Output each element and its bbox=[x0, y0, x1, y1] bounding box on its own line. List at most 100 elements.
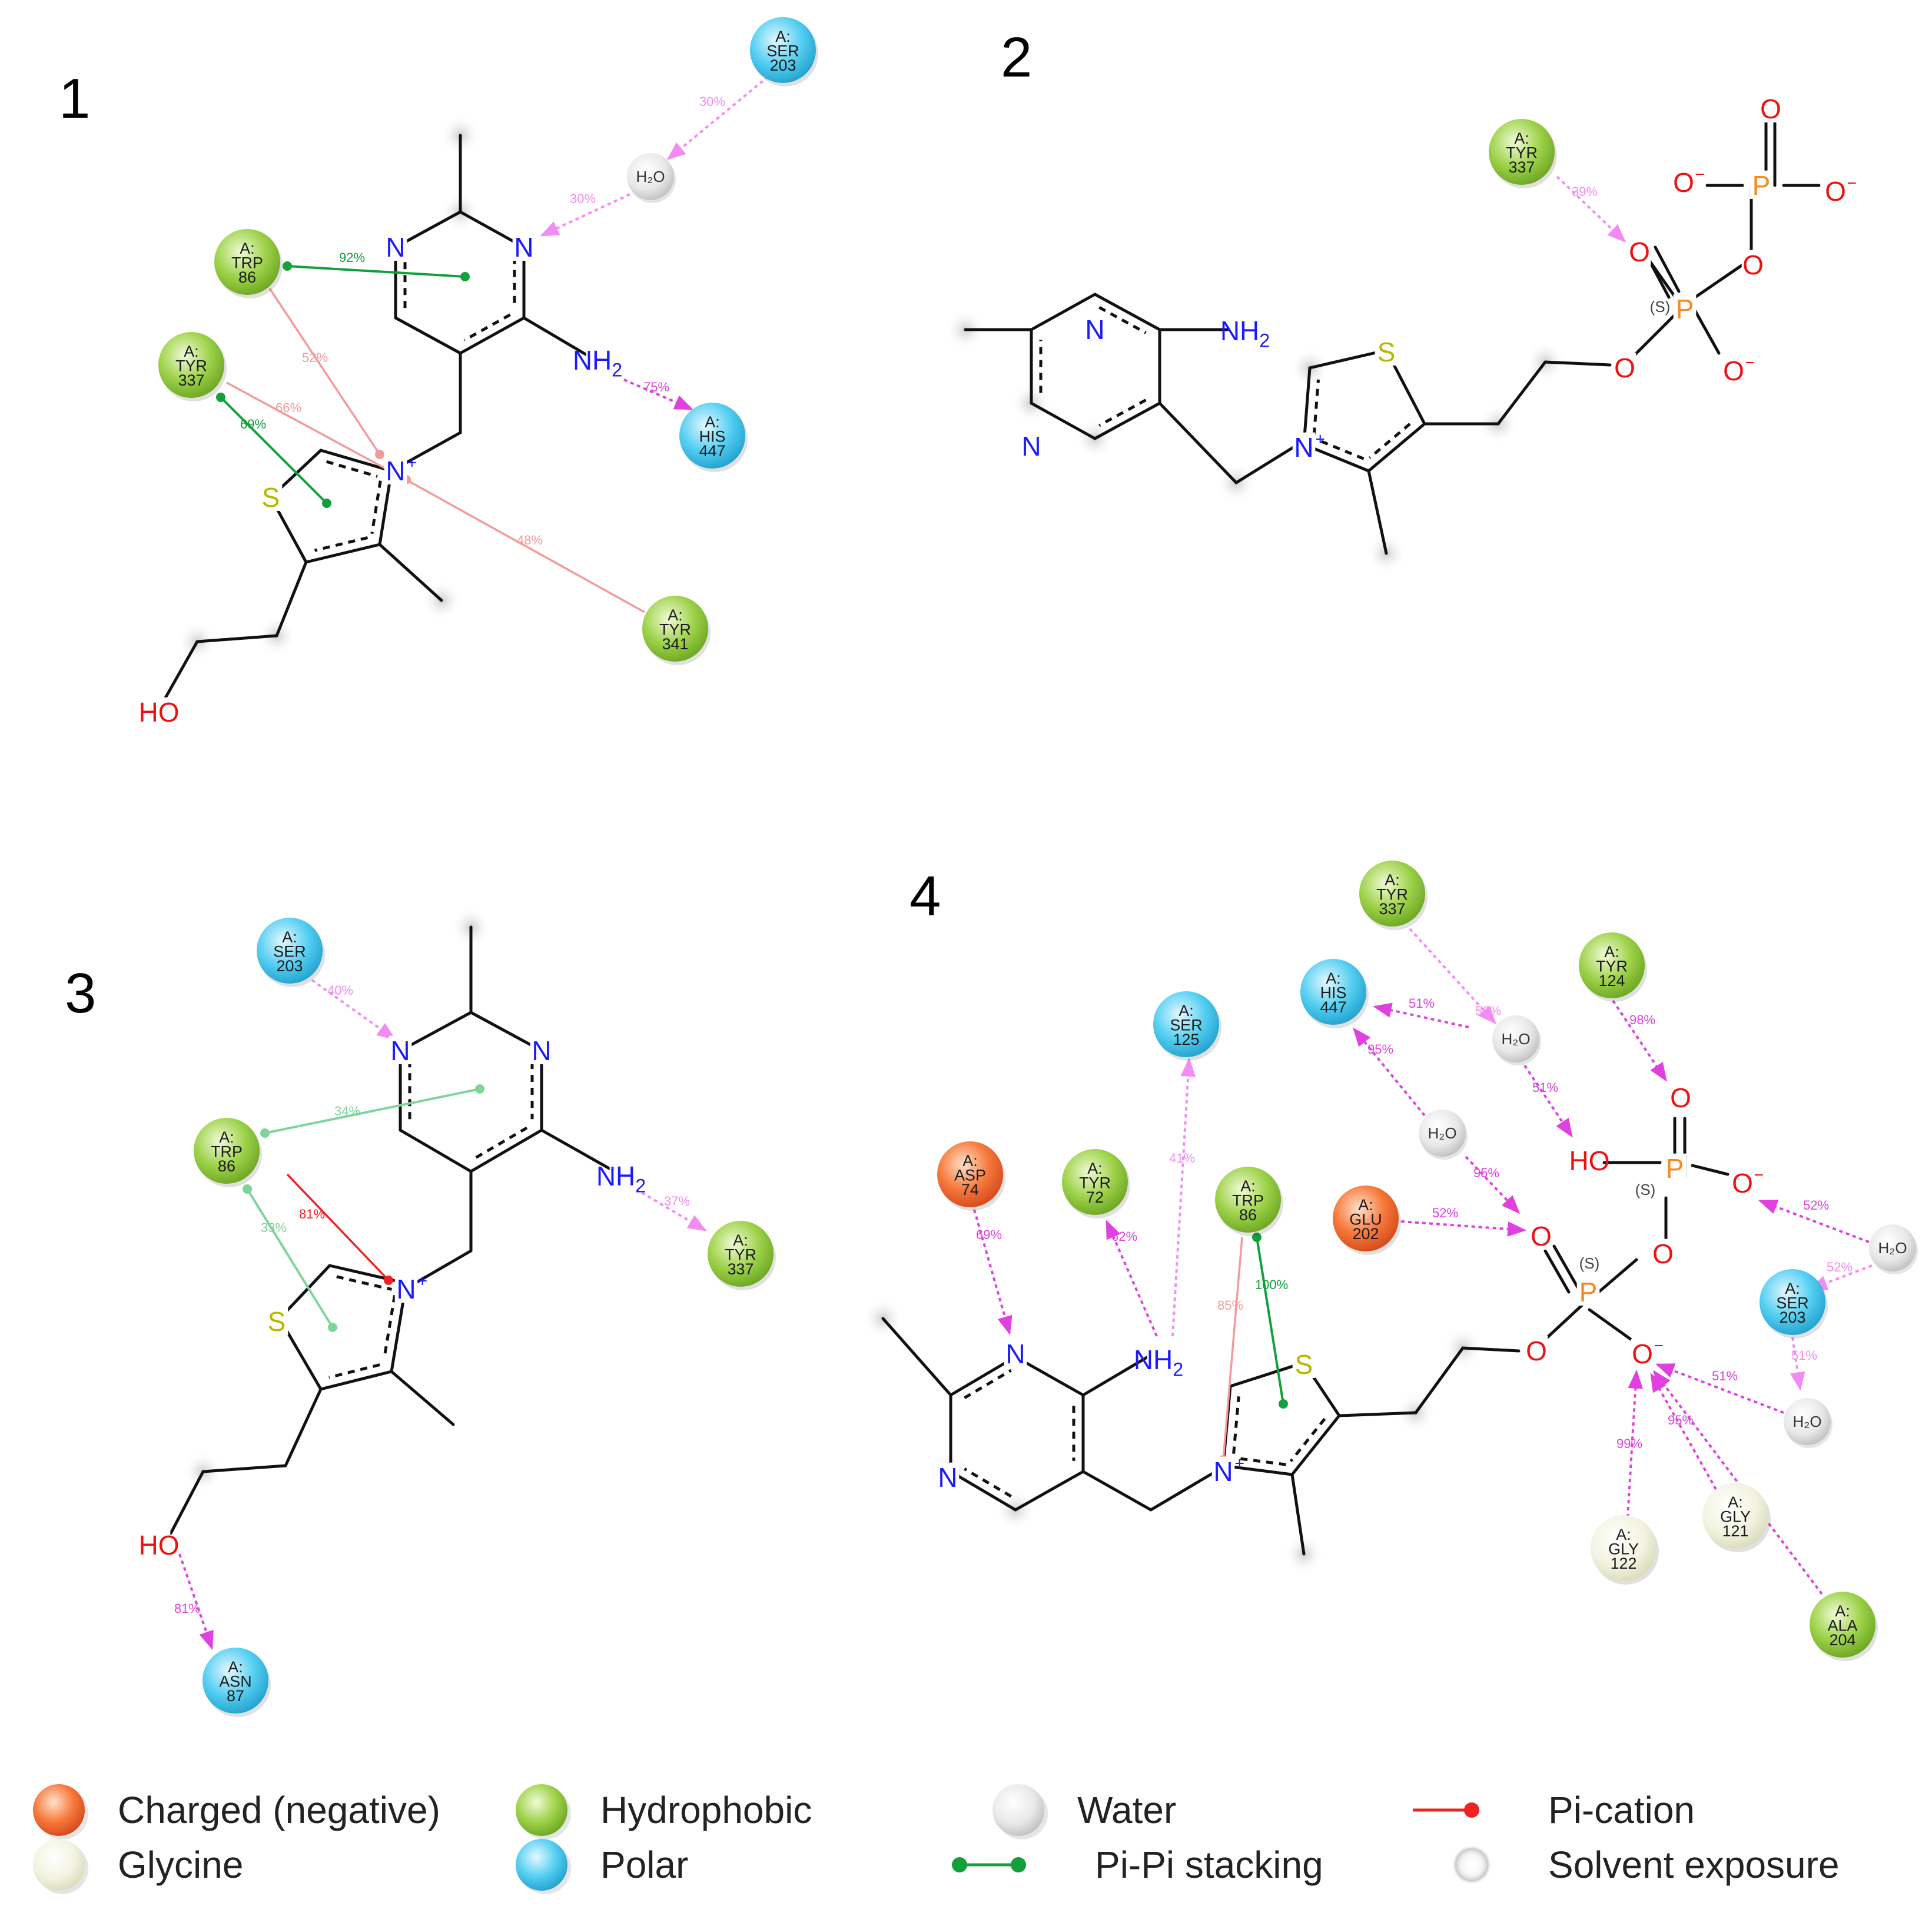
chain-bond bbox=[1461, 1346, 1521, 1353]
interaction-percent: 51% bbox=[1791, 1348, 1817, 1363]
phosphate-bond bbox=[1594, 1258, 1638, 1297]
oxygen-atom: O bbox=[1651, 1238, 1675, 1269]
residue-name: GLY bbox=[1720, 1508, 1751, 1526]
hbond-line bbox=[1758, 1200, 1870, 1243]
amine-group: NH2 bbox=[1220, 316, 1281, 351]
svg-text:HO: HO bbox=[1569, 1145, 1610, 1176]
residue-chain: A: bbox=[1514, 129, 1529, 147]
residue-num: 341 bbox=[662, 635, 689, 653]
residue-num: 337 bbox=[178, 371, 205, 389]
svg-text:P: P bbox=[1666, 1153, 1684, 1184]
residue-chain: A: bbox=[1240, 1177, 1255, 1195]
residue-name: GLY bbox=[1608, 1540, 1639, 1558]
thiazolium-4-bond-aromatic bbox=[1289, 1417, 1326, 1462]
residue-name: ASN bbox=[219, 1673, 251, 1691]
residue-chain: A: bbox=[668, 606, 682, 624]
legend-swatch bbox=[33, 1784, 85, 1836]
svg-text:O: O bbox=[1526, 1336, 1547, 1366]
interaction-percent: 52% bbox=[1432, 1206, 1458, 1220]
pi-pi-line bbox=[287, 265, 466, 278]
residue-name: TRP bbox=[211, 1143, 243, 1161]
panel-number: 3 bbox=[65, 962, 96, 1025]
chain-bond bbox=[284, 1387, 323, 1467]
svg-text:O: O bbox=[1732, 1168, 1753, 1198]
charge-sign: − bbox=[1847, 174, 1857, 192]
hbond-line bbox=[1790, 1337, 1805, 1392]
residue-name: TYR bbox=[1079, 1174, 1111, 1192]
pyrimidine-3-bond bbox=[469, 1011, 543, 1052]
thiazolium-2-bond-aromatic bbox=[1369, 423, 1411, 459]
phosphate-bond bbox=[1629, 310, 1679, 361]
legend-item-hydrophobic: Hydrophobic bbox=[516, 1784, 812, 1839]
amine-group: NH2 bbox=[596, 1161, 657, 1197]
chain-bond bbox=[201, 1464, 287, 1473]
residue-num: 124 bbox=[1599, 972, 1625, 989]
hbond-line bbox=[1465, 1155, 1521, 1214]
pi-cation-line bbox=[286, 1173, 390, 1281]
svg-text:S: S bbox=[268, 1306, 286, 1337]
amine-bond bbox=[540, 1128, 611, 1170]
svg-text:P: P bbox=[1579, 1277, 1598, 1307]
residue-chain: A: bbox=[219, 1128, 234, 1146]
thiazolium-1-bond-aromatic bbox=[370, 480, 382, 534]
interaction-percent: 92% bbox=[339, 250, 365, 265]
hbond-line bbox=[623, 378, 693, 410]
legend-item-glycine: Glycine bbox=[33, 1839, 243, 1894]
oxygen-anion: O− bbox=[1731, 1165, 1764, 1198]
residue-chain: A: bbox=[228, 1658, 243, 1676]
water-molecule[interactable]: H₂O bbox=[1784, 1398, 1833, 1448]
svg-text:N: N bbox=[386, 456, 405, 486]
legend-swatch bbox=[516, 1839, 567, 1891]
oxygen-atom: O bbox=[1669, 1082, 1692, 1113]
water-molecule[interactable]: H₂O bbox=[627, 153, 676, 203]
nitrogen-atom: N bbox=[1004, 1339, 1027, 1369]
water-label: H₂O bbox=[636, 168, 665, 185]
svg-text:N: N bbox=[938, 1462, 957, 1493]
water-molecule[interactable]: H₂O bbox=[1419, 1110, 1468, 1160]
thiazolium-2-bond bbox=[1308, 348, 1388, 370]
water-molecule[interactable]: H₂O bbox=[1869, 1224, 1918, 1274]
legend-label: Pi-Pi stacking bbox=[1095, 1844, 1323, 1886]
residue-num: 86 bbox=[218, 1157, 235, 1175]
thiazolium-3-bond-aromatic bbox=[383, 1295, 396, 1359]
residue-chain: A: bbox=[705, 413, 719, 431]
chain-bond bbox=[1414, 1346, 1465, 1414]
phosphorus-atom: P bbox=[1663, 1153, 1687, 1184]
charge-sign: − bbox=[1654, 1336, 1664, 1355]
chain-bond bbox=[1543, 360, 1612, 367]
panel-number: 4 bbox=[909, 865, 941, 928]
interaction-percent: 52% bbox=[302, 350, 328, 365]
charge-sign: + bbox=[417, 1271, 427, 1290]
methylene-bond bbox=[1234, 443, 1300, 484]
legend-item-pi-pi: Pi-Pi stacking bbox=[952, 1844, 1323, 1886]
water-molecule[interactable]: H₂O bbox=[1492, 1015, 1541, 1065]
thiazolium-3-bond bbox=[328, 1264, 408, 1285]
interaction-percent: 85% bbox=[1217, 1298, 1243, 1313]
interaction-percent: 95% bbox=[1473, 1165, 1499, 1180]
interaction-percent: 81% bbox=[299, 1207, 325, 1221]
interaction-percent: 52% bbox=[1803, 1198, 1829, 1213]
residue-name: TYR bbox=[175, 357, 207, 375]
